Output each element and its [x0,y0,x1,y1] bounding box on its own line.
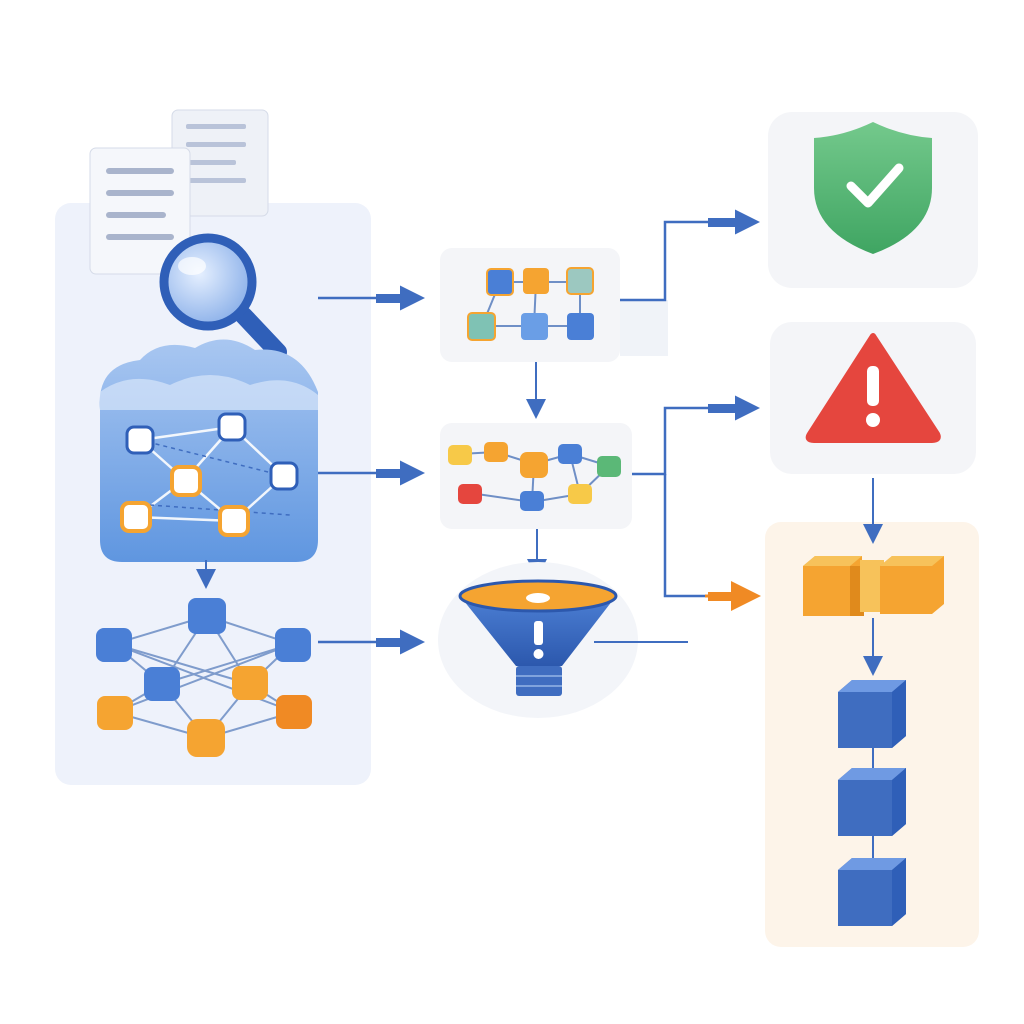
funnel-alert-icon [438,562,638,718]
warning-triangle-icon [805,333,941,443]
flowchart-card-2 [440,423,632,529]
warning-card [770,322,976,474]
node-network-icon [96,598,312,757]
shield-check-icon [814,122,932,254]
flowchart-card-1 [440,248,668,362]
cube-chain-icon [838,618,906,926]
magnifier-icon [159,233,287,361]
graph-cloud-icon [99,339,319,562]
document-stack-icon [89,109,269,275]
merged-blocks-icon [803,556,944,616]
verified-card [768,112,978,288]
